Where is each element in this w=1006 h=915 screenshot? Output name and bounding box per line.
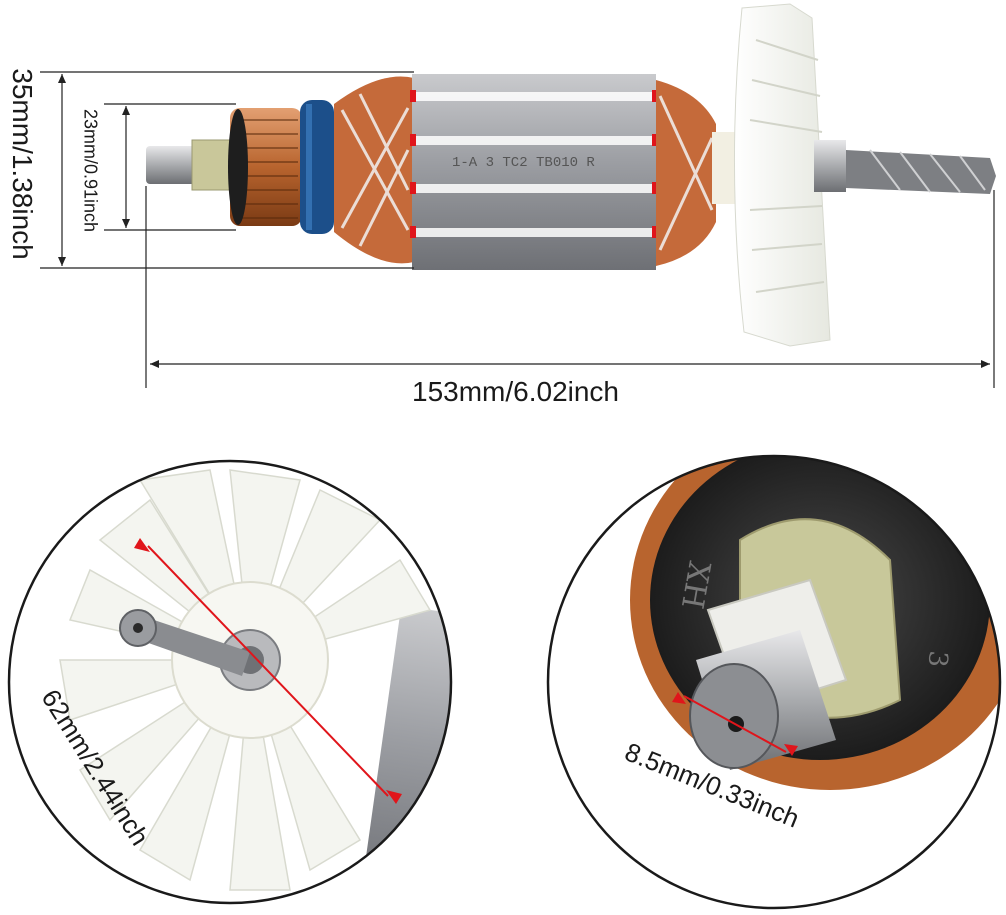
shaft-right: [814, 140, 846, 192]
shaft-end-closeup: XH 3: [548, 456, 1000, 908]
commutator-riser: [300, 100, 334, 234]
commutator-end-ring: [228, 109, 248, 225]
shaft-closeup-frame: [546, 454, 1002, 910]
winding-right: [656, 80, 716, 266]
insulator-mark: XH: [674, 559, 717, 612]
shaft-diameter-marker: [683, 695, 787, 753]
dimension-arrows: [58, 74, 990, 368]
lamination-stack: [412, 74, 656, 270]
armature-side-view: 1-A 3 TC2 TB010 R: [146, 3, 996, 347]
shaft-left-end: [146, 146, 196, 184]
closeup-pinion: [140, 618, 250, 676]
fan-diameter-marker: [147, 545, 389, 797]
outer-diameter-label: 35mm/1.38inch: [7, 68, 38, 260]
armature-stamp: 1-A 3 TC2 TB010 R: [452, 155, 595, 171]
fan-closeup-frame: [7, 459, 453, 905]
fan-closeup: [9, 461, 451, 903]
insulator-number: 3: [922, 649, 953, 668]
cooling-fan: [733, 3, 831, 347]
dimension-lines-top: [40, 71, 995, 388]
shaft-end-face: [689, 663, 779, 769]
length-dimension-label: 153mm/6.02inch: [412, 376, 620, 407]
commutator-diameter-label: 23mm/0.91inch: [80, 108, 101, 233]
bearing-sleeve: [191, 139, 233, 191]
commutator: [230, 108, 302, 226]
pinion-gear: [846, 150, 996, 194]
